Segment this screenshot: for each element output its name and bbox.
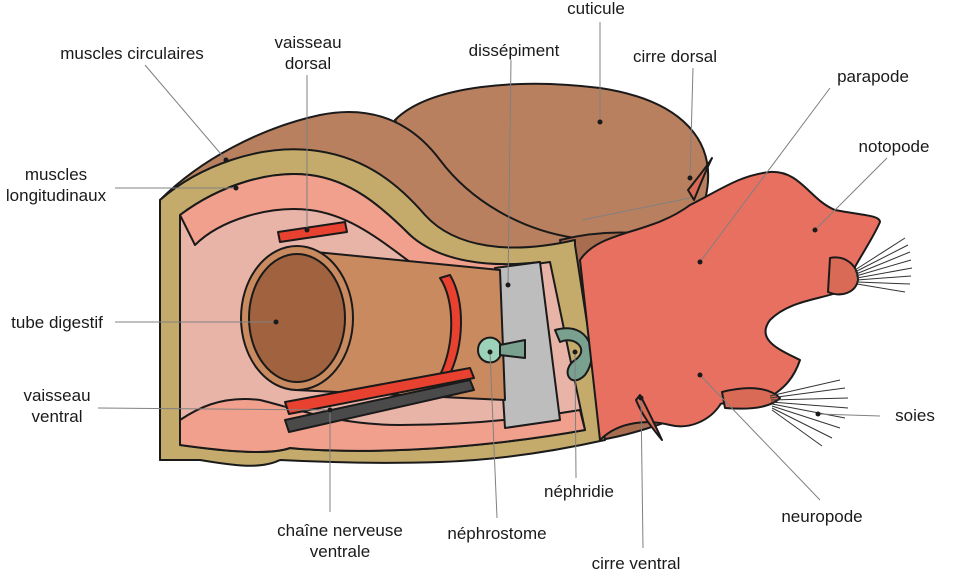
label-dissepiment: dissépiment — [469, 41, 560, 60]
leader-lines — [97, 22, 888, 549]
label-vaisseau-dorsal-line1: vaisseau — [274, 33, 341, 52]
label-soies: soies — [895, 406, 935, 425]
ventral-nerve-cord — [284, 379, 475, 433]
nephrostome-funnel — [499, 339, 526, 359]
neuropode-lobe — [721, 387, 781, 410]
label-cirre-dorsal: cirre dorsal — [633, 47, 717, 66]
gut-lumen — [248, 253, 346, 383]
label-muscles-circulaires: muscles circulaires — [60, 44, 204, 63]
label-nephrostome: néphrostome — [447, 524, 546, 543]
label-muscles-longitudinaux-line1: muscles — [25, 165, 87, 184]
label-vaisseau-ventral-line2: ventral — [31, 407, 82, 426]
label-chaine-nerveuse-line2: ventrale — [310, 542, 370, 561]
dorsal-vessel — [277, 221, 348, 243]
dorsal-cirrus — [687, 157, 713, 201]
nephridium-coil — [554, 327, 593, 382]
label-muscles-longitudinaux-line2: longitudinaux — [6, 186, 107, 205]
label-nephridie: néphridie — [544, 482, 614, 501]
label-cirre-ventral: cirre ventral — [592, 554, 681, 571]
neuropode-chaetae — [769, 379, 849, 447]
parapode-body — [579, 170, 881, 441]
label-parapode: parapode — [837, 67, 909, 86]
label-notopode: notopode — [859, 137, 930, 156]
label-cuticule: cuticule — [567, 0, 625, 18]
label-vaisseau-ventral-line1: vaisseau — [23, 386, 90, 405]
target-dots — [223, 119, 821, 417]
labels: cuticule vaisseau dorsal dissépiment cir… — [6, 0, 935, 571]
ventral-cirrus — [635, 394, 663, 441]
label-vaisseau-dorsal-line2: dorsal — [285, 54, 331, 73]
label-chaine-nerveuse-line1: chaîne nerveuse — [277, 521, 403, 540]
notopode-chaetae — [854, 237, 913, 293]
label-neuropode: neuropode — [781, 507, 862, 526]
parapode — [579, 157, 913, 447]
nephridium — [477, 327, 593, 382]
label-tube-digestif: tube digestif — [11, 313, 103, 332]
longitudinal-muscle-bottom — [179, 398, 586, 453]
